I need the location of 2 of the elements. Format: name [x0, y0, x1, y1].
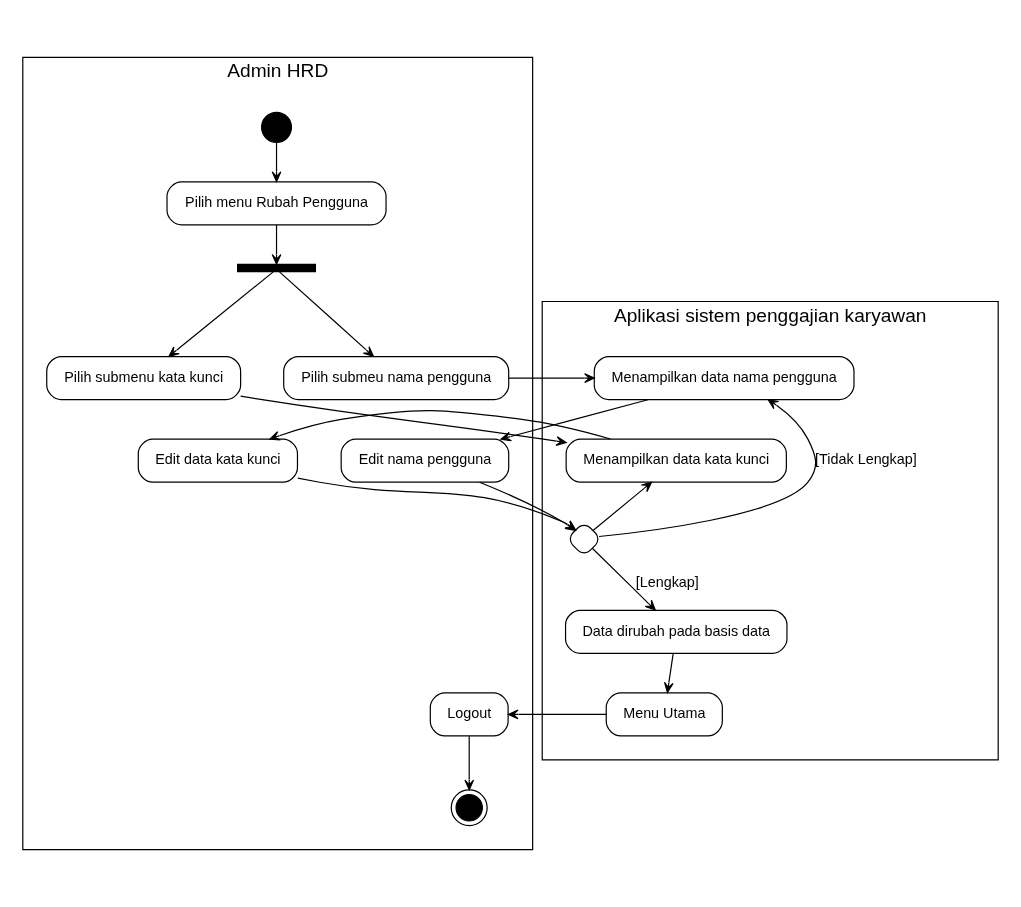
edge-label: [Lengkap] — [635, 574, 699, 591]
edge-label: [Tidak Lengkap] — [815, 451, 917, 468]
